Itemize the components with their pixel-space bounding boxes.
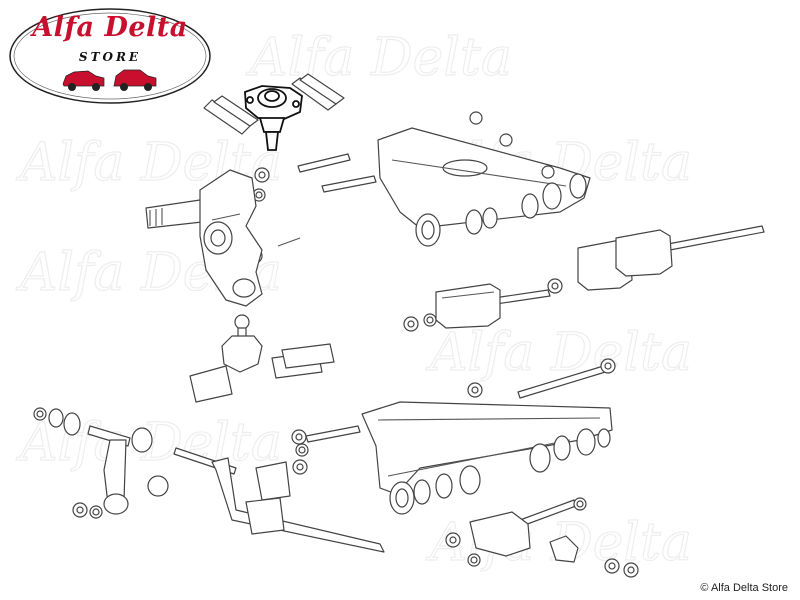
watermark-text: Alfa Delta [426,323,692,383]
watermark-text: Alfa Delta [246,28,512,88]
copyright-notice: © Alfa Delta Store [700,582,788,594]
car-icon [62,69,157,91]
bump-bracket [469,511,579,563]
spring-brackets [435,229,673,329]
upper-control-arm [377,111,591,247]
anti-roll-bar [48,408,385,553]
lower-control-arm [361,401,613,515]
logo-subtitle: STORE [78,50,142,64]
logo-title: Alfa Delta [32,12,188,43]
nuts-washers [33,167,639,578]
brand-logo[interactable] [8,6,212,106]
upper-link-plates [203,73,345,135]
lower-ball-joint [189,314,335,403]
steering-knuckle [145,169,301,307]
upper-ball-joint-highlighted[interactable] [244,85,303,151]
